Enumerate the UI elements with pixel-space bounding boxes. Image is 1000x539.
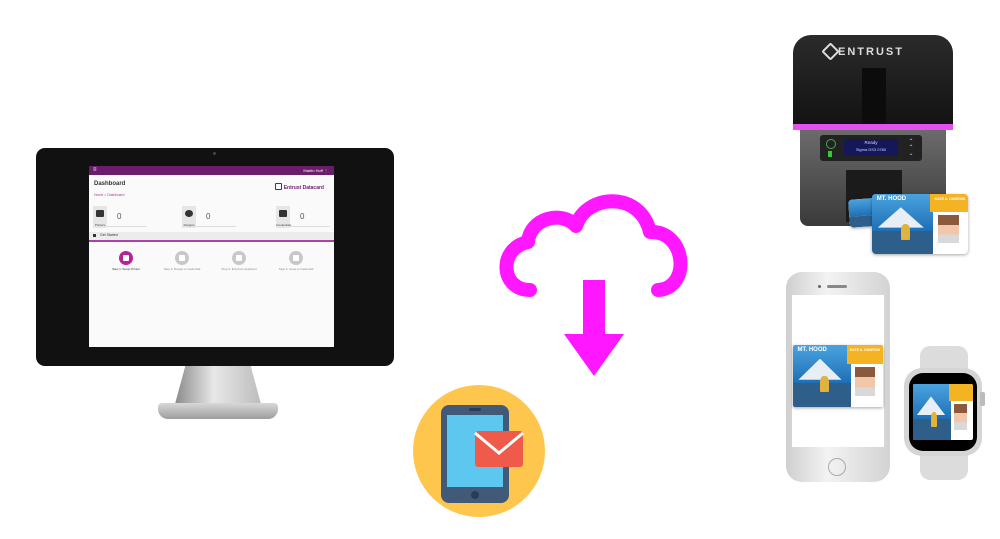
printer-icon	[119, 251, 133, 265]
id-card-banner-text: KATE A. DAWSON	[934, 197, 965, 201]
mobile-id-card: MT. HOOD KATE A. DAWSON	[793, 345, 883, 407]
page-title: Dashboard	[94, 181, 126, 187]
step-issue-credential[interactable]: Step 4: Issue a Credential	[273, 251, 319, 271]
brand-logo-icon	[274, 183, 282, 190]
mobile-id-card-banner-text: KATE A. DAWSON	[849, 348, 880, 352]
monitor-stand-base	[158, 403, 278, 419]
id-card-title: MT. HOOD	[876, 196, 907, 203]
lcd-line-1: Ready	[864, 140, 878, 145]
brand-name: Entrust Datacard	[283, 185, 324, 191]
user-edit-icon	[232, 251, 246, 265]
palette-icon: Designs	[182, 206, 196, 228]
watch-id-card-photo	[953, 403, 969, 431]
mobile-email-icon	[441, 405, 524, 503]
card-icon: Credentials	[276, 206, 292, 228]
status-led	[828, 151, 832, 157]
stat-label: Credentials	[276, 223, 292, 227]
phone-camera	[818, 285, 821, 288]
stat-value: 0	[206, 212, 211, 221]
monitor-camera	[213, 152, 216, 155]
step-enroll-applicant[interactable]: Step 3: Enroll an Applicant	[216, 251, 262, 271]
step-label: Step 2: Design a Credential	[163, 267, 201, 271]
stat-label: Printers	[94, 223, 106, 227]
printer-lcd	[844, 139, 898, 156]
printer-slot	[862, 68, 886, 132]
breadcrumb[interactable]: Home > Dashboard	[94, 193, 125, 197]
stat-value: 0	[117, 212, 122, 221]
bird-image	[900, 224, 911, 240]
arrow-buttons-icon: ⌃⌃⌄	[908, 139, 914, 157]
get-started-bar[interactable]: Get Started	[89, 232, 334, 242]
palette-icon	[175, 251, 189, 265]
home-icon	[93, 234, 96, 237]
power-icon	[826, 139, 836, 149]
monitor-stand-neck	[175, 366, 261, 404]
stat-label: Designs	[183, 223, 195, 227]
id-card: MT. HOOD KATE A. DAWSON	[872, 194, 968, 254]
user-menu[interactable]: Martin Hoff ⋮	[303, 168, 328, 173]
step-label: Step 3: Enroll an Applicant	[221, 267, 257, 271]
phone-speaker	[827, 285, 847, 288]
printer-brand: ENTRUST	[838, 46, 904, 58]
printer-accent-band	[793, 124, 953, 130]
step-label: Step 1: Setup Printer	[112, 267, 140, 271]
bird-image	[931, 412, 937, 427]
hamburger-icon[interactable]: ≡	[93, 167, 97, 173]
brand-logo: Entrust Datacard	[274, 183, 324, 191]
lcd-line-2: Sigma DS3 0780	[855, 147, 887, 152]
get-started-label: Get Started	[100, 233, 118, 237]
mobile-id-card-title: MT. HOOD	[797, 347, 827, 354]
watch-id-card	[913, 384, 973, 440]
home-button	[828, 458, 846, 476]
bird-image	[820, 376, 829, 393]
watch-crown	[980, 392, 985, 406]
step-design-credential[interactable]: Step 2: Design a Credential	[159, 251, 205, 271]
step-setup-printer[interactable]: Step 1: Setup Printer	[103, 251, 149, 271]
step-label: Step 4: Issue a Credential	[278, 267, 314, 271]
cloud-download-icon	[499, 194, 688, 376]
printer-icon: Printers	[93, 206, 107, 228]
credential-icon	[289, 251, 303, 265]
stat-value: 0	[300, 212, 305, 221]
mobile-id-card-photo	[854, 366, 876, 397]
id-card-photo	[937, 214, 961, 244]
dashboard-screen: ≡ Martin Hoff ⋮ Dashboard Entrust Dataca…	[89, 166, 334, 347]
app-bar: ≡ Martin Hoff ⋮	[89, 166, 334, 175]
